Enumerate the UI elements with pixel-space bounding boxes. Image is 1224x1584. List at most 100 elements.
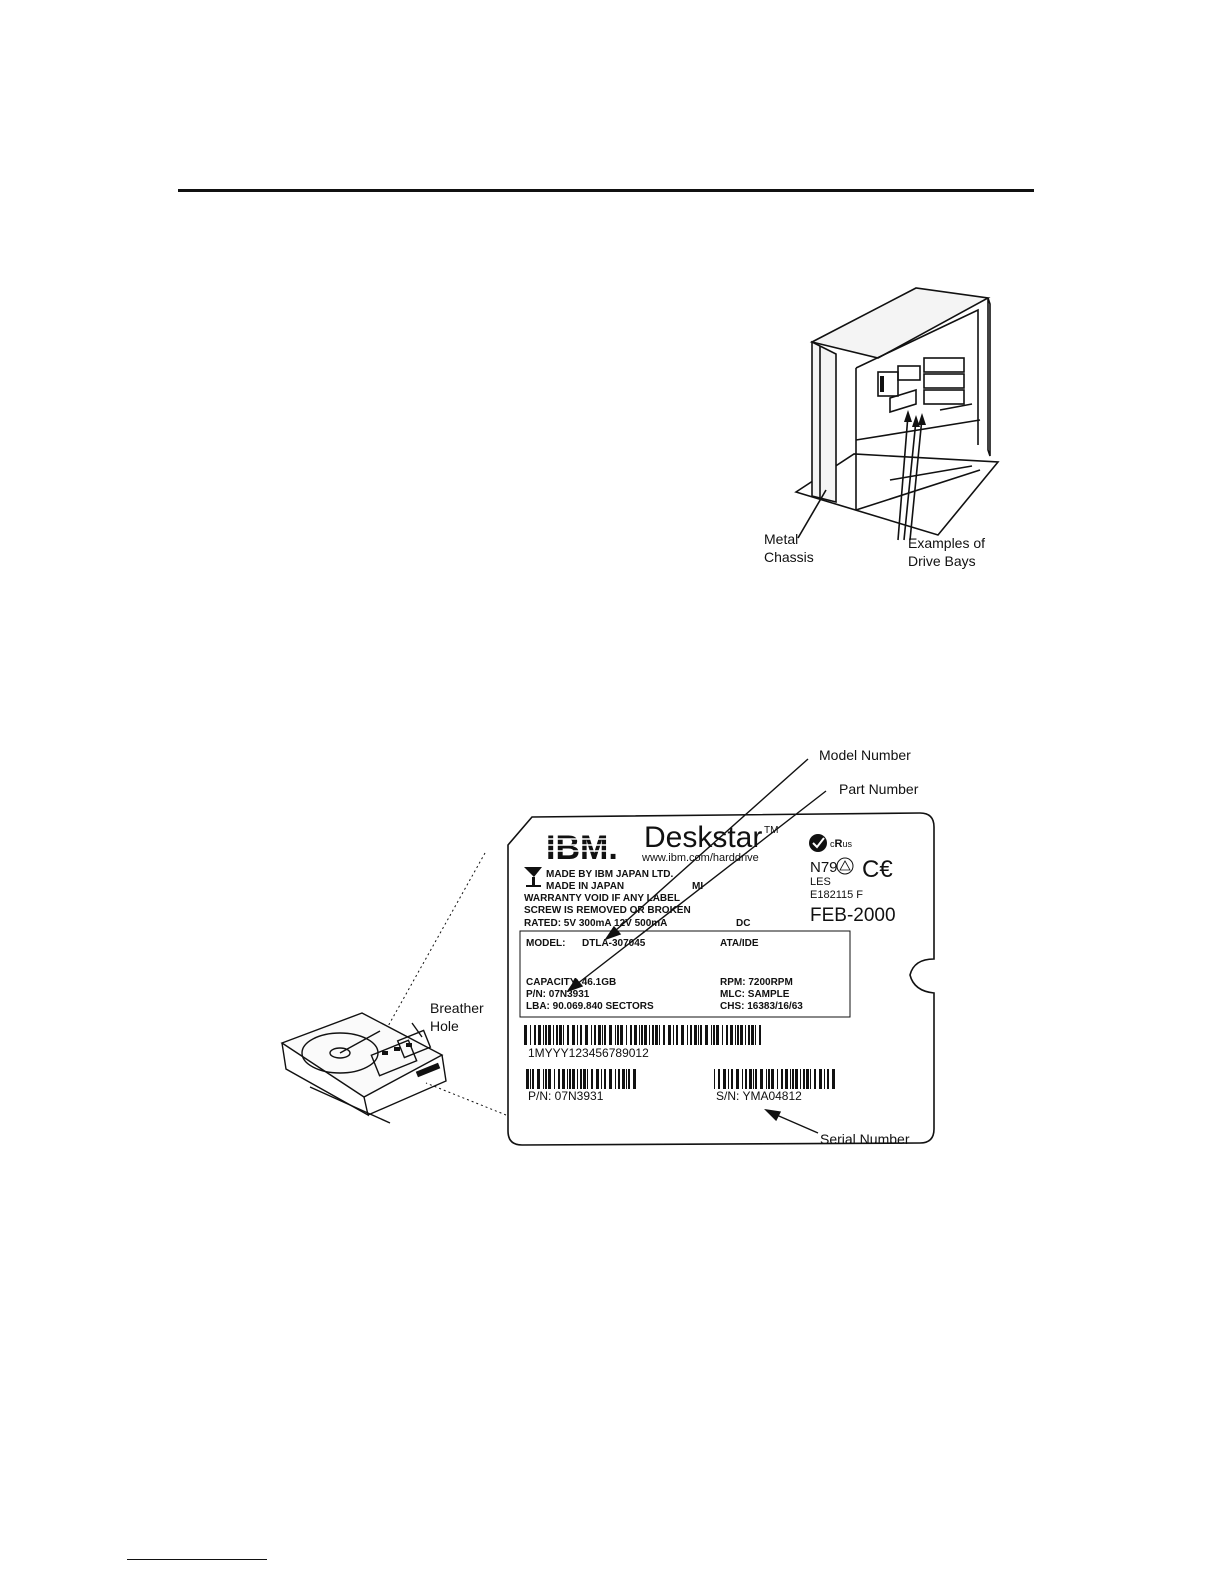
barcode-bar	[659, 1025, 660, 1045]
model-number-callout: Model Number	[819, 747, 911, 763]
barcode-bar	[615, 1069, 616, 1089]
barcode-bar	[777, 1069, 778, 1089]
part-number-value: P/N: 07N3931	[526, 989, 590, 1000]
barcode-bar	[644, 1025, 647, 1045]
barcode-bar	[537, 1069, 540, 1089]
label-outline	[507, 812, 935, 1146]
glass-fragile-icon	[524, 867, 542, 887]
barcode-bar	[569, 1069, 571, 1089]
barcode-bar	[781, 1069, 783, 1089]
barcode-bar	[745, 1069, 747, 1089]
barcode-bar	[705, 1025, 708, 1045]
barcode-main	[524, 1025, 761, 1045]
made-by-line: MADE BY IBM JAPAN LTD.	[546, 869, 673, 880]
product-name: Deskstar	[644, 821, 762, 854]
barcode-bar	[768, 1069, 770, 1089]
barcode-bar	[562, 1069, 565, 1089]
barcode-bar	[827, 1069, 829, 1089]
barcode-bar	[740, 1025, 743, 1045]
drive-bays-callout-line2: Drive Bays	[908, 553, 976, 569]
barcode-bar	[563, 1025, 564, 1045]
barcode-bar	[618, 1069, 620, 1089]
bottom-part-number: P/N: 07N3931	[528, 1089, 604, 1103]
barcode-bar	[548, 1025, 551, 1045]
barcode-bar	[742, 1069, 743, 1089]
barcode-bar	[698, 1025, 699, 1045]
barcode-bar	[755, 1069, 757, 1089]
barcode-bar	[594, 1025, 596, 1045]
barcode-bar	[545, 1025, 547, 1045]
metal-chassis-callout-line1: Metal	[764, 531, 798, 547]
barcode-bar	[601, 1069, 602, 1089]
barcode-bar	[748, 1025, 750, 1045]
barcode-bar	[718, 1069, 720, 1089]
barcode-bar	[736, 1069, 739, 1089]
barcode-part-number	[526, 1069, 636, 1089]
barcode-bar	[572, 1025, 575, 1045]
barcode-bar	[681, 1025, 684, 1045]
barcode-bar	[538, 1025, 541, 1045]
barcode-bar	[759, 1025, 761, 1045]
barcode-bar	[604, 1069, 606, 1089]
spec-box	[519, 930, 851, 1018]
hard-drive-label-illustration: Breather Hole IBM. Deskstar TM www.ibm.c…	[280, 747, 935, 1147]
barcode-bar	[668, 1025, 671, 1045]
barcode-bar	[649, 1025, 650, 1045]
barcode-bar	[737, 1025, 739, 1045]
barcode-bar	[630, 1025, 632, 1045]
trademark-mark: TM	[764, 825, 778, 836]
barcode-bar	[819, 1069, 822, 1089]
barcode-bar	[749, 1069, 752, 1089]
barcode-bar	[543, 1025, 544, 1045]
model-label: MODEL:	[526, 938, 565, 949]
warranty-line-2: SCREW IS REMOVED OR BROKEN	[524, 905, 691, 916]
barcode-bar	[543, 1069, 544, 1089]
barcode-bar	[810, 1069, 811, 1089]
barcode-bar	[652, 1025, 654, 1045]
barcode-bar	[567, 1025, 569, 1045]
barcode-bar	[553, 1025, 554, 1045]
barcode-bar	[587, 1069, 588, 1089]
barcode-bar	[548, 1069, 551, 1089]
breather-hole-callout-line1: Breather	[430, 1000, 484, 1016]
interface-value: ATA/IDE	[720, 938, 759, 949]
barcode-bar	[676, 1025, 678, 1045]
ibm-logo: IBM.	[546, 829, 618, 867]
barcode-bar	[641, 1025, 643, 1045]
mlc-value: MLC: SAMPLE	[720, 989, 790, 1000]
serial-number-callout: Serial Number	[820, 1131, 910, 1147]
barcode-bar	[634, 1025, 637, 1045]
barcode-bar	[753, 1069, 754, 1089]
barcode-bar	[559, 1025, 562, 1045]
barcode-bar	[639, 1025, 640, 1045]
barcode-bar	[534, 1025, 536, 1045]
barcode-bar	[602, 1025, 603, 1045]
barcode-bar	[713, 1025, 715, 1045]
barcode-bar	[591, 1025, 592, 1045]
warranty-line-1: WARRANTY VOID IF ANY LABEL	[524, 893, 680, 904]
barcode-bar	[795, 1069, 798, 1089]
barcode-bar	[591, 1069, 593, 1089]
barcode-bar	[628, 1069, 630, 1089]
barcode-bar	[730, 1025, 733, 1045]
barcode-bar	[760, 1069, 763, 1089]
barcode-bar	[572, 1069, 575, 1089]
cert-code: N79	[810, 859, 838, 876]
barcode-bar	[554, 1069, 555, 1089]
lba-value: LBA: 90.069.840 SECTORS	[526, 1001, 654, 1012]
metal-chassis-callout-line2: Chassis	[764, 549, 814, 565]
barcode-bar	[604, 1025, 606, 1045]
barcode-bar	[526, 1069, 529, 1089]
barcode-bar	[832, 1069, 835, 1089]
barcode-bar	[655, 1025, 658, 1045]
barcode-bar	[532, 1069, 534, 1089]
check-mark-icon	[809, 834, 827, 852]
barcode-bar	[792, 1069, 794, 1089]
barcode-bar	[663, 1025, 665, 1045]
barcode-bar	[800, 1069, 801, 1089]
barcode-bar	[673, 1025, 674, 1045]
rpm-value: RPM: 7200RPM	[720, 977, 793, 988]
computer-chassis-illustration: Metal Chassis Examples of Drive Bays	[764, 287, 1000, 569]
barcode-bar	[583, 1069, 586, 1089]
barcode-bar	[620, 1025, 623, 1045]
